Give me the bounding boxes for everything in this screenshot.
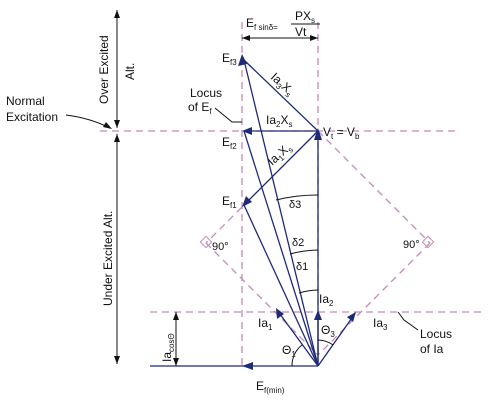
normal-excitation-arrowhead xyxy=(103,122,112,129)
right-angle-marker-left xyxy=(199,235,213,249)
ia3-label: Ia3 xyxy=(373,316,388,332)
normal-excitation-leader xyxy=(65,114,111,129)
locus-ef-label-line1: Locus xyxy=(190,86,222,100)
delta3-arc xyxy=(275,194,319,201)
arrowhead-ef-min xyxy=(242,362,253,370)
theta3-arc xyxy=(317,339,334,346)
left-dimensions xyxy=(65,10,419,366)
delta2-label: δ2 xyxy=(292,237,304,249)
over-excited-label-line1: Over Excited xyxy=(97,35,111,104)
arrowhead-ef2 xyxy=(242,127,252,135)
right-angle-label-right: 90° xyxy=(403,239,420,251)
locus-ef-leader xyxy=(214,107,242,123)
over-excited-arrow-bottom xyxy=(114,120,120,128)
delta2-arc xyxy=(289,249,319,255)
theta1-arc xyxy=(291,344,303,367)
delta1-label: δ1 xyxy=(296,261,308,273)
ef-min-label: Ef(min) xyxy=(256,379,285,395)
square-left-lower xyxy=(205,242,319,356)
ia1xs-label: Ia1Xs xyxy=(265,140,295,170)
dashed-guides xyxy=(100,22,482,366)
arrowhead-ia2 xyxy=(314,310,322,320)
theta3-label: Θ3 xyxy=(321,323,335,339)
locus-ia-label-line1: Locus xyxy=(420,327,452,341)
under-excited-label: Under Excited Alt. xyxy=(101,211,115,306)
ia2xs-label: Ia2Xs xyxy=(266,113,292,129)
vt-vb-label: Vt = Vb xyxy=(323,125,360,141)
ef3-phasor xyxy=(243,59,319,367)
ef2-phasor xyxy=(243,130,319,367)
over-excited-label-line2: Alt. xyxy=(123,63,137,80)
arrowhead-ia3 xyxy=(347,312,356,322)
under-excited-arrow-top xyxy=(114,134,120,142)
ia1xs-phasor xyxy=(243,130,319,206)
phasors xyxy=(150,59,355,367)
ef2-label: Ef2 xyxy=(222,135,237,151)
ia1-phasor xyxy=(276,309,319,367)
ia3xs-label: Ia3Xs xyxy=(267,70,297,100)
ia3-phasor xyxy=(317,314,355,367)
ef1-label: Ef1 xyxy=(222,194,237,210)
normal-excitation-label-line2: Excitation xyxy=(6,110,58,124)
px-s-label: PXs xyxy=(295,9,315,25)
ia-cos-arrow-bottom xyxy=(173,358,179,366)
theta1-label: Θ1 xyxy=(282,343,296,359)
square-right-lower xyxy=(317,242,431,356)
locus-ia-label-line2: of Ia xyxy=(420,342,444,356)
right-angle-marker-right xyxy=(421,235,435,249)
vt-denominator-label: Vt xyxy=(295,25,307,39)
square-right-upper xyxy=(317,130,431,244)
arrowhead-ef3 xyxy=(238,54,247,66)
ia1-label: Ia1 xyxy=(258,316,273,332)
locus-ia-leader xyxy=(397,311,419,331)
top-dimension-arrow-right xyxy=(310,35,318,41)
under-excited-arrow-bottom xyxy=(114,356,120,364)
angle-arcs xyxy=(275,194,334,367)
arrowhead-ia1 xyxy=(276,308,284,319)
arrowhead-ef1 xyxy=(242,196,252,207)
delta1-arc xyxy=(298,289,319,294)
ia2-label: Ia2 xyxy=(319,292,334,308)
ia-cos-theta-label: IacosΘ xyxy=(160,333,176,362)
arrowheads xyxy=(238,54,356,370)
ef-sin-delta-label: Ef sinδ= xyxy=(246,16,278,32)
delta3-label: δ3 xyxy=(289,199,301,211)
ia-cos-arrow-top xyxy=(173,312,179,320)
top-dimension-arrow-left xyxy=(242,35,250,41)
normal-excitation-label-line1: Normal xyxy=(6,94,45,108)
ia3xs-phasor xyxy=(243,59,319,132)
locus-ef-label-line2: of Ef xyxy=(188,100,212,116)
right-angle-label-left: 90° xyxy=(212,241,229,253)
ef3-label: Ef3 xyxy=(222,51,237,67)
arrowhead-vt xyxy=(314,128,322,140)
top-dimension xyxy=(242,23,320,41)
ef1-phasor xyxy=(243,204,319,367)
over-excited-arrow-top xyxy=(114,10,120,18)
